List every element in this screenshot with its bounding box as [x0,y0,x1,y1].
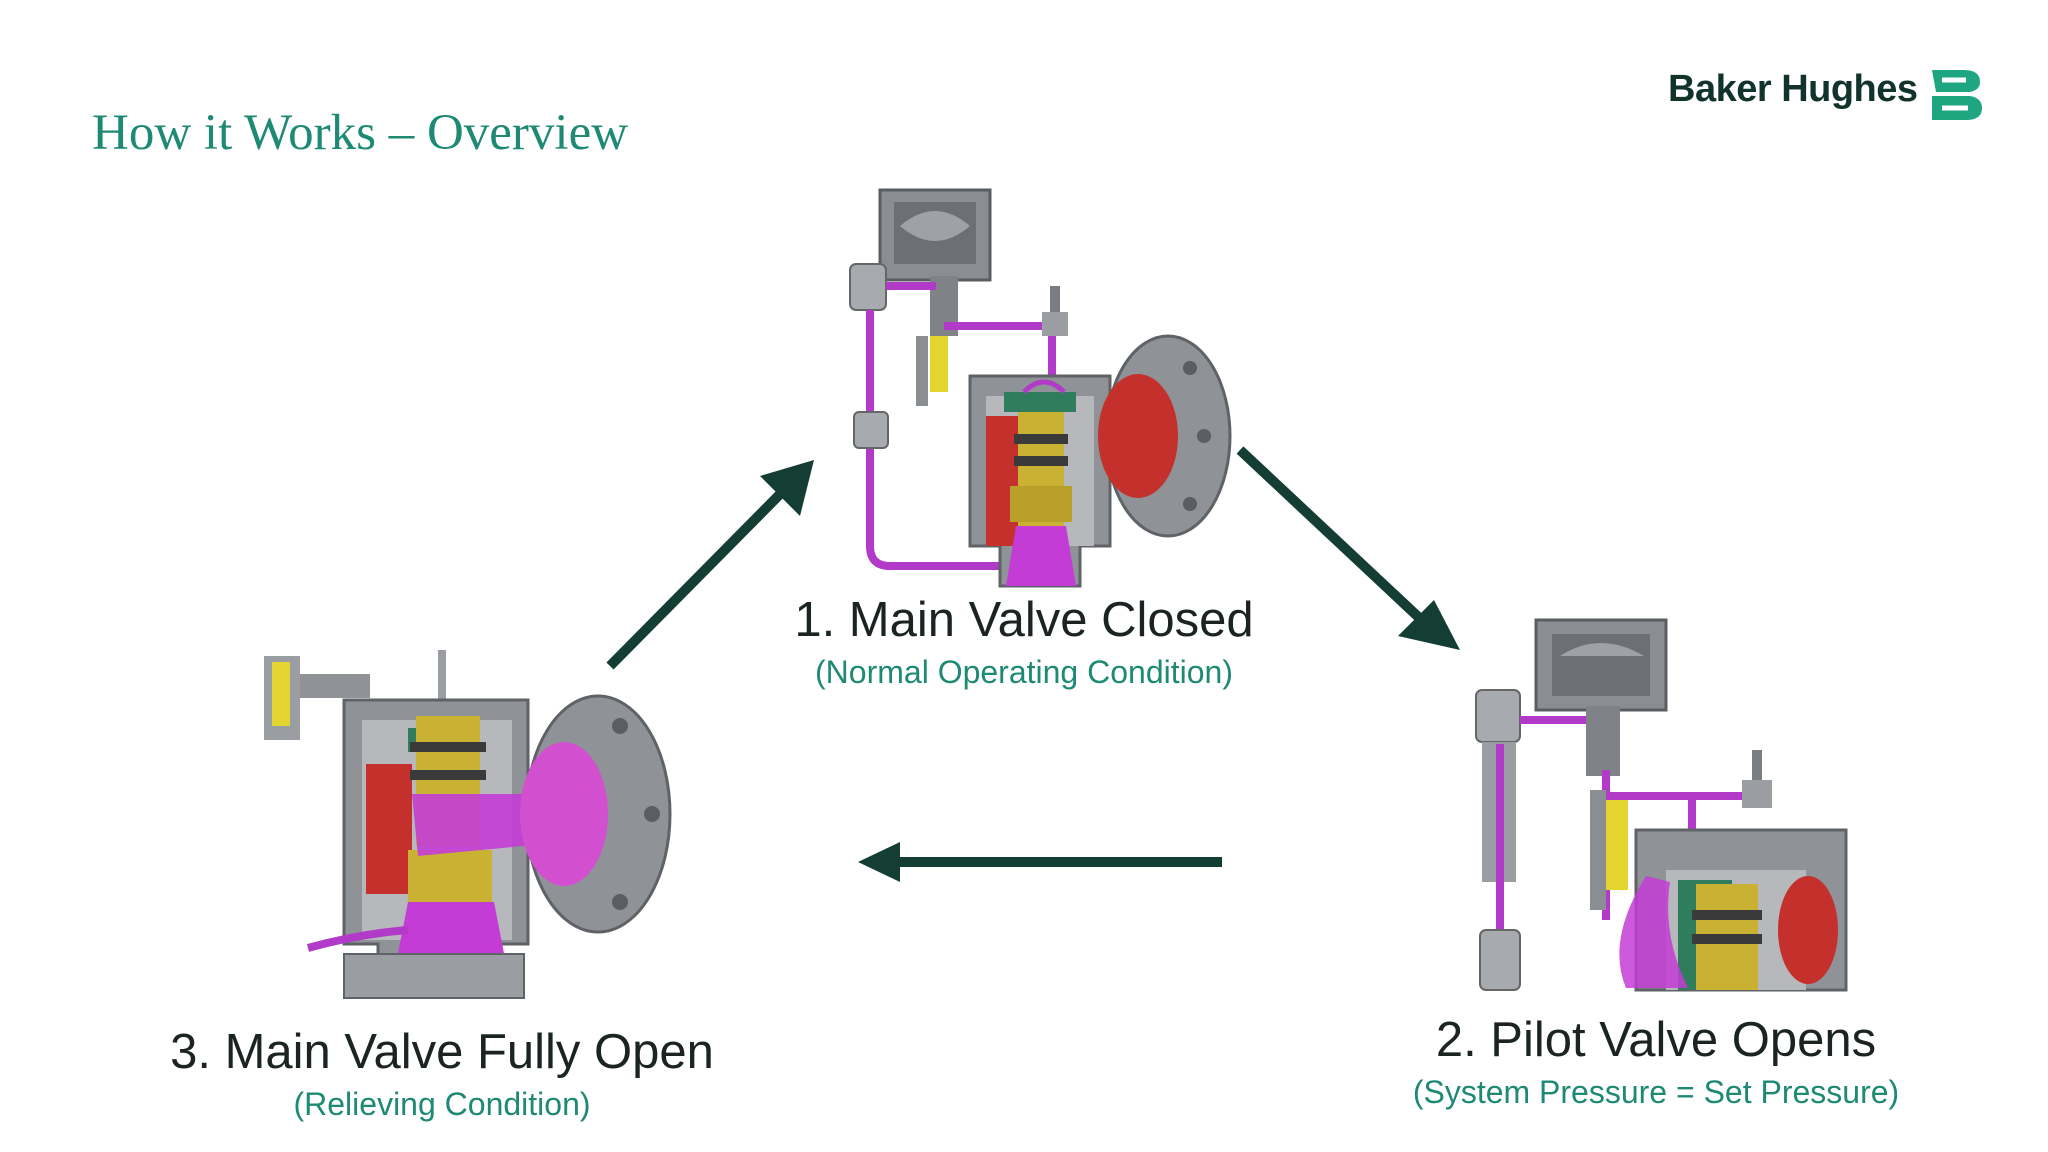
stage-3-condition: (Relieving Condition) [293,1086,591,1122]
arrow-stage1-to-stage2 [1236,446,1460,650]
arrow-stage2-to-stage3 [858,842,1222,882]
slide-title: How it Works – Overview [92,105,629,161]
valve-illustration-pilot-open [1475,618,1848,992]
arrow-stage3-to-stage1 [606,460,814,670]
valve-illustration-closed [849,188,1232,588]
brand-name: Baker Hughes [1668,68,1918,110]
stage-1-label: 1. Main Valve Closed (Normal Operating C… [724,590,1324,694]
stage-3-label: 3. Main Valve Fully Open (Relieving Cond… [142,1022,742,1126]
stage-3-name: 3. Main Valve Fully Open [170,1025,714,1079]
brand-logo: Baker Hughes [1668,64,1988,128]
stage-2-label: 2. Pilot Valve Opens (System Pressure = … [1356,1010,1956,1114]
baker-hughes-mark-icon [1932,70,1982,120]
valve-illustration-fully-open [264,650,672,999]
stage-1-condition: (Normal Operating Condition) [815,654,1233,690]
stage-1-name: 1. Main Valve Closed [794,593,1254,647]
stage-2-name: 2. Pilot Valve Opens [1435,1013,1877,1067]
stage-2-condition: (System Pressure = Set Pressure) [1412,1074,1900,1110]
